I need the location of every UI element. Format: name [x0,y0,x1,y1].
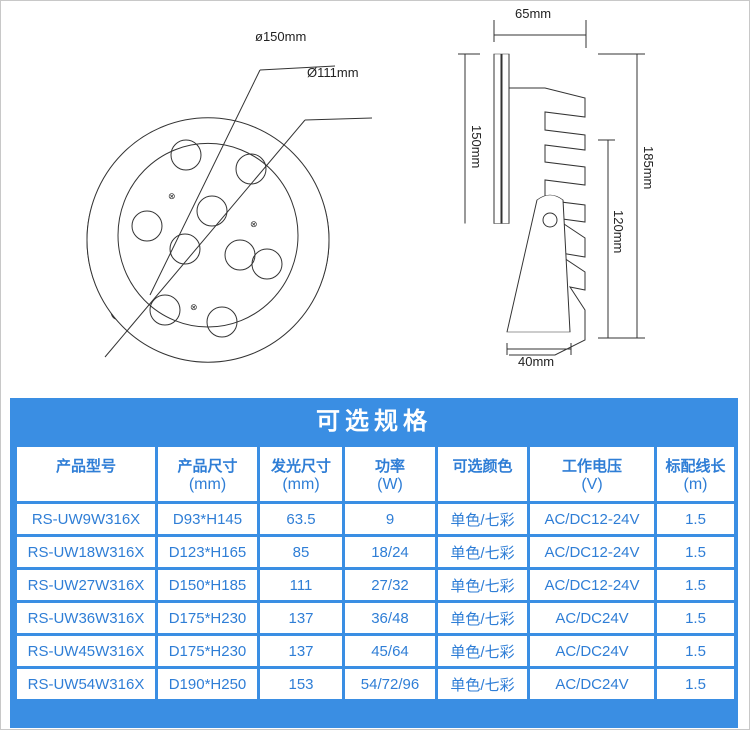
dim-bracket-height: 120mm [611,210,626,253]
screw-icons: ⊗ ⊗ ⊗ [168,191,258,312]
dim-inner-diameter: Ø111mm [307,65,359,80]
table-cell: 单色/七彩 [435,600,530,636]
table-cell: RS-UW18W316X [14,534,158,570]
table-cell: 单色/七彩 [435,501,530,537]
column-header: 发光尺寸(mm) [257,444,345,504]
table-cell: D190*H250 [155,666,260,702]
header-label: 工作电压 [561,456,622,475]
table-cell: 45/64 [342,633,438,669]
column-header: 产品型号 [14,444,158,504]
table-cell: 1.5 [654,633,737,669]
led-lenses [131,139,283,338]
table-cell: D150*H185 [155,567,260,603]
header-unit: (mm) [282,475,320,493]
table-cell: AC/DC24V [527,666,657,702]
pivot [542,212,558,228]
table-cell: 1.5 [654,567,737,603]
table-cell: RS-UW54W316X [14,666,158,702]
table-cell: 18/24 [342,534,438,570]
table-cell: AC/DC12-24V [527,501,657,537]
column-header: 工作电压(V) [527,444,657,504]
housing-outer [86,117,330,363]
table-cell: 1.5 [654,501,737,537]
table-cell: D93*H145 [155,501,260,537]
header-unit: (V) [581,475,603,493]
svg-text:⊗: ⊗ [168,191,176,201]
column-header: 标配线长(m) [654,444,737,504]
table-cell: D175*H230 [155,600,260,636]
table-cell: 1.5 [654,666,737,702]
bracket [506,194,571,333]
table-cell: 63.5 [257,501,345,537]
table-cell: 单色/七彩 [435,534,530,570]
column-header: 功率(W) [342,444,438,504]
header-label: 可选颜色 [452,456,513,475]
table-cell: 36/48 [342,600,438,636]
svg-text:⊗: ⊗ [250,219,258,229]
dim-outer-diameter: ø150mm [255,29,306,44]
table-cell: RS-UW27W316X [14,567,158,603]
svg-text:⊗: ⊗ [190,302,198,312]
table-cell: 9 [342,501,438,537]
table-cell: AC/DC24V [527,633,657,669]
table-cell: RS-UW36W316X [14,600,158,636]
lens-plate-2 [501,53,510,224]
table-cell: AC/DC12-24V [527,567,657,603]
table-cell: 1.5 [654,534,737,570]
table-cell: RS-UW45W316X [14,633,158,669]
table-cell: 111 [257,567,345,603]
spec-title: 可选规格 [316,407,432,435]
dim-depth: 65mm [515,6,551,21]
header-label: 发光尺寸 [270,456,331,475]
header-unit: (W) [377,475,403,493]
table-cell: 1.5 [654,600,737,636]
table-cell: AC/DC24V [527,600,657,636]
table-cell: 137 [257,600,345,636]
technical-drawing-detail: ⊗ ⊗ ⊗ [86,20,587,363]
lens-plate [493,53,502,224]
spec-table: 产品型号 产品尺寸(mm)发光尺寸(mm)功率(W)可选颜色 工作电压(V)标配… [14,444,737,702]
table-cell: D123*H165 [155,534,260,570]
header-label: 功率 [374,456,405,475]
table-cell: D175*H230 [155,633,260,669]
header-label: 产品型号 [55,456,116,475]
header-label: 标配线长 [665,456,726,475]
dimension-labels: ø150mm Ø111mm 65mm 150mm 185mm 120mm 40m… [255,6,656,369]
table-cell: 153 [257,666,345,702]
header-unit: (m) [683,475,708,493]
table-cell: AC/DC12-24V [527,534,657,570]
dimension-lines [458,53,645,355]
spec-table-panel: 可选规格 产品型号 产品尺寸(mm)发光尺寸(mm)功率(W)可选颜色 工作电压… [10,398,738,728]
side-view-main [458,53,645,356]
table-cell: RS-UW9W316X [14,501,158,537]
table-cell: 单色/七彩 [435,666,530,702]
column-header: 产品尺寸(mm) [155,444,260,504]
dim-total-height: 185mm [641,146,656,189]
table-cell: 单色/七彩 [435,567,530,603]
table-cell: 85 [257,534,345,570]
header-label: 产品尺寸 [177,456,238,475]
table-cell: 单色/七彩 [435,633,530,669]
dim-bracket-width: 40mm [518,354,554,369]
dim-height: 150mm [469,125,484,168]
table-cell: 27/32 [342,567,438,603]
table-cell: 54/72/96 [342,666,438,702]
header-unit: (mm) [188,475,227,493]
column-header: 可选颜色 [435,444,530,504]
table-cell: 137 [257,633,345,669]
